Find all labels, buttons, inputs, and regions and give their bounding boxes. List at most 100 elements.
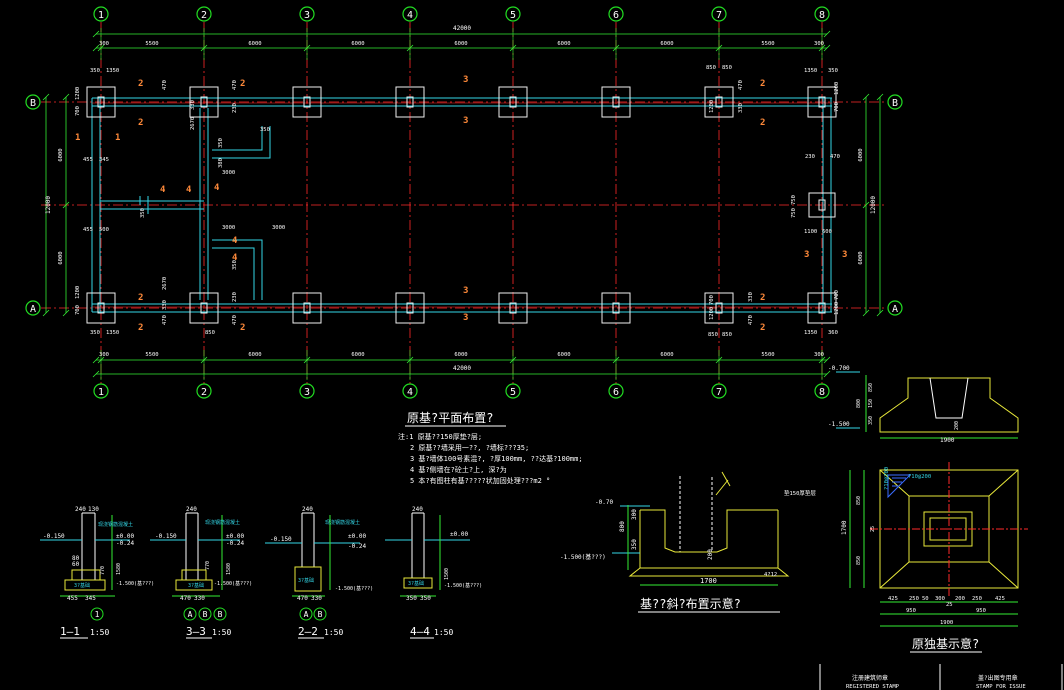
svg-text:240: 240 [302,506,313,513]
svg-text:3?基础: 3?基础 [408,580,424,587]
footing-B-6 [601,86,631,118]
footing-B-6-column [612,96,620,108]
axis-bubble-bottom-7: 7 [711,383,727,399]
svg-text:700: 700 [834,102,840,112]
svg-text:6000: 6000 [454,352,467,358]
svg-text:470: 470 [232,80,238,90]
svg-text:200: 200 [707,549,714,560]
svg-text:1200: 1200 [75,87,81,100]
footing-B-5-column [509,96,517,108]
svg-text:A: A [30,304,36,315]
axis-bubble-bottom-8: 8 [814,383,830,399]
svg-text:6000: 6000 [58,148,64,161]
svg-text:300: 300 [935,596,945,602]
svg-text:330: 330 [190,100,196,110]
local-plan-dimensions: 350 1350 850 850 1350 350 350 1350 850 8… [75,65,840,338]
svg-text:425: 425 [888,596,898,602]
footing-B-4 [395,86,425,118]
svg-text:-1.500(基???): -1.500(基???) [335,585,373,592]
svg-text:2: 2 [760,118,765,128]
svg-text:2670: 2670 [190,117,196,130]
svg-text:350: 350 [868,416,874,425]
svg-text:2—2: 2—2 [298,625,318,638]
svg-text:3—3: 3—3 [186,625,206,638]
svg-text:6000: 6000 [557,41,570,47]
axis-lines [41,22,887,384]
footing-B-2-column [200,96,208,108]
dim-spans-right-tick-0 [862,93,870,101]
dim-total-left-tick-1 [42,309,50,317]
svg-text:6000: 6000 [660,352,673,358]
svg-text:现浇钢筋混凝土: 现浇钢筋混凝土 [325,519,360,526]
svg-text:230: 230 [232,292,238,302]
svg-text:350: 350 [406,595,417,602]
svg-text:4: 4 [232,253,238,263]
svg-text:3000: 3000 [222,170,235,176]
svg-text:80: 80 [72,555,80,562]
svg-text:470: 470 [830,154,840,160]
svg-text:-0.150: -0.150 [155,533,177,540]
axis-bubble-right-A: A [887,300,903,316]
svg-text:300: 300 [814,41,824,47]
svg-text:±0.00: ±0.00 [226,533,244,540]
svg-text:770: 770 [100,566,106,575]
footing-B-1 [86,86,116,118]
svg-text:850: 850 [722,332,732,338]
svg-text:300: 300 [99,41,109,47]
svg-text:470: 470 [180,595,191,602]
footing-A-2-column [200,302,208,314]
dim-spans-top-tick-9 [823,44,831,52]
footing-8-mid [808,192,836,218]
svg-text:1:50: 1:50 [324,628,343,637]
svg-text:25: 25 [946,602,953,608]
footing-B-3-column [303,96,311,108]
footing-A-4 [395,292,425,324]
svg-text:950: 950 [906,608,916,614]
svg-text:600: 600 [822,229,832,235]
footing-B-4-column [406,96,414,108]
svg-text:240: 240 [75,506,86,513]
svg-text:1: 1 [98,10,104,21]
svg-text:4: 4 [232,236,238,246]
issue-stamp-cn: 盖?出图专用章 [978,674,1018,682]
svg-text:3: 3 [842,250,847,260]
svg-text:-1.500(基???): -1.500(基???) [560,553,606,561]
span-dimension-labels-side: 6000 6000 6000 6000 [58,148,864,264]
svg-text:950: 950 [976,608,986,614]
total-length-bottom: 42000 [453,365,471,372]
svg-text:350: 350 [260,127,270,133]
svg-text:4: 4 [407,387,413,398]
svg-text:-0.700: -0.700 [828,365,850,372]
footing-B-3 [292,86,322,118]
svg-text:850: 850 [708,332,718,338]
dim-spans-right-tick-1 [862,201,870,209]
svg-text:1—1: 1—1 [60,625,80,638]
svg-text:3 基?墙体100号素混?, ?厚100mm, ??达基?1: 3 基?墙体100号素混?, ?厚100mm, ??达基?100mm; [410,454,583,463]
svg-text:230: 230 [805,154,815,160]
axis-bubble-bottom-6: 6 [608,383,624,399]
registered-stamp-cn: 注册建筑师章 [852,674,888,682]
general-notes: 注:1 原基??150厚垫?层; 2 原基??墙采用一??, ?墙标???35;… [398,432,583,485]
isolated-footing-title: 原独基示意? [912,636,979,651]
svg-text:6: 6 [613,10,619,21]
section-details: 240 130 -0.150 现浇钢筋混凝土 ±0.00 -0.24 -1.50… [40,506,482,639]
beam-slope-section: -0.70 -1.500(基???) 1700 800 300 350 200 … [560,471,816,613]
svg-text:2: 2 [760,293,765,303]
svg-text:250: 250 [972,596,982,602]
dim-spans-left-tick-2 [62,309,70,317]
svg-text:700: 700 [75,305,81,315]
axis-bubble-top-1: 1 [93,6,109,22]
svg-text:3: 3 [304,387,310,398]
svg-text:300: 300 [631,509,638,520]
svg-text:±0.00: ±0.00 [116,533,134,540]
svg-text:B: B [892,98,898,109]
svg-text:6000: 6000 [351,352,364,358]
axis-bubble-top-7: 7 [711,6,727,22]
footing-A-5 [498,292,528,324]
svg-text:1350: 1350 [804,330,817,336]
svg-text:3?基础: 3?基础 [188,582,204,589]
svg-text:5500: 5500 [761,41,774,47]
svg-text:A: A [892,304,898,315]
total-width-right: 12000 [870,196,877,214]
